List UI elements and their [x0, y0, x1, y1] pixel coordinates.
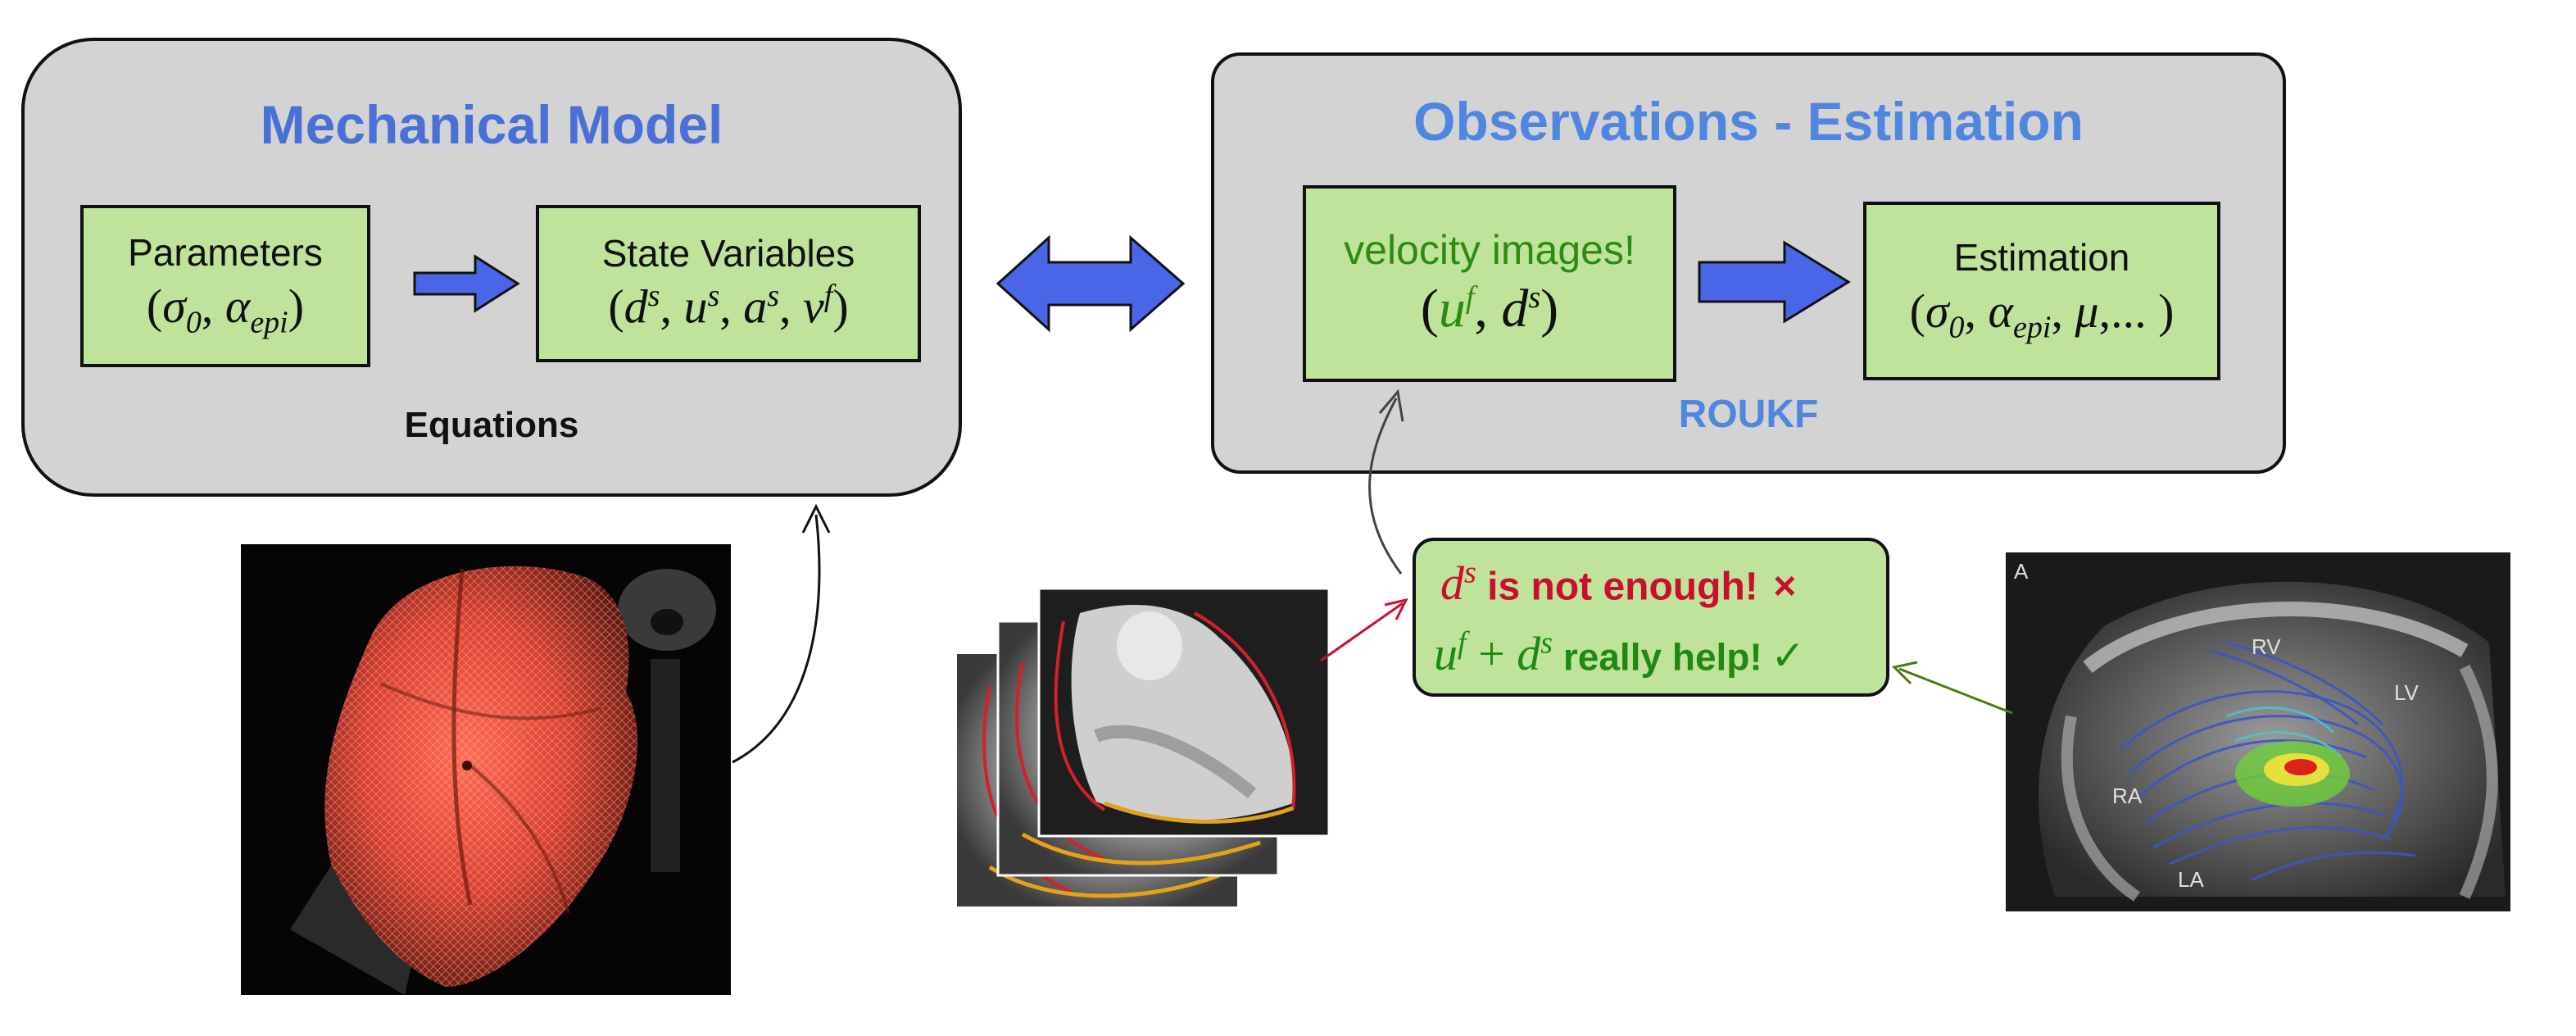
flow-label-a: A	[2014, 559, 2029, 584]
observations-estimation-panel: Observations - Estimation velocity image…	[1211, 52, 2286, 474]
heart-to-model-arrow	[732, 514, 821, 764]
estimation-box: Estimation (σ0, αepi, μ,... )	[1863, 202, 2220, 380]
model-observation-double-arrow	[995, 234, 1186, 333]
mechanical-model-title: Mechanical Model	[260, 94, 723, 155]
equations-caption: Equations	[404, 405, 579, 445]
parameters-box: Parameters (σ0, αepi)	[80, 205, 370, 367]
observation-callout-box: ds is not enough! × uf + ds really help!…	[1413, 538, 1889, 697]
callout-line-not-enough: ds is not enough! ×	[1440, 556, 1797, 611]
state-variables-label: State Variables	[601, 231, 855, 275]
check-icon: ✓	[1771, 633, 1806, 679]
velocity-images-box: velocity images! (uf, ds)	[1303, 185, 1676, 382]
estimation-math: (σ0, αepi, μ,... )	[1909, 284, 2175, 345]
mri-to-callout-arrow	[1320, 602, 1404, 662]
flow-label-rv: RV	[2252, 634, 2281, 659]
observations-estimation-title: Observations - Estimation	[1413, 91, 2084, 152]
estimation-label: Estimation	[1953, 236, 2130, 279]
mechanical-model-panel: Mechanical Model Parameters (σ0, αepi) S…	[21, 38, 962, 497]
flow-to-callout-arrow	[1898, 667, 2013, 715]
cross-icon: ×	[1773, 565, 1797, 609]
parameters-label: Parameters	[128, 231, 323, 275]
cine-mri-stack-image	[957, 588, 1329, 906]
velocity-images-label: velocity images!	[1344, 226, 1635, 273]
velocity-images-math: (uf, ds)	[1420, 279, 1559, 339]
heart-mesh-image	[241, 544, 731, 995]
parameters-math: (σ0, αepi)	[146, 279, 305, 340]
state-variables-box: State Variables (ds, us, as, vf)	[536, 205, 921, 362]
roukf-caption: ROUKF	[1678, 393, 1819, 436]
flow-label-la: LA	[2178, 867, 2204, 892]
velocity-flow-image: A RV LV RA LA	[2006, 552, 2510, 911]
state-variables-math: (ds, us, as, vf)	[608, 279, 849, 334]
flow-label-lv: LV	[2394, 680, 2420, 705]
flow-label-ra: RA	[2112, 784, 2143, 808]
callout-line-really-help: uf + ds really help! ✓	[1434, 626, 1806, 681]
